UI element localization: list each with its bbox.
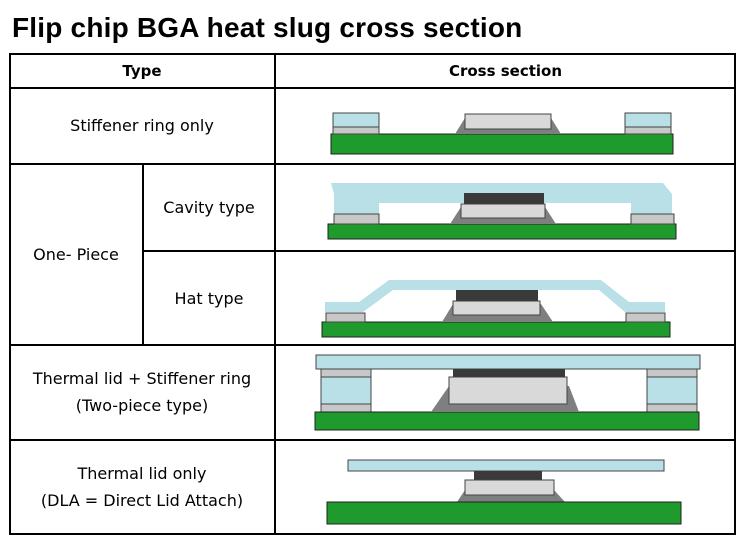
substrate bbox=[321, 321, 671, 338]
thermal-lid bbox=[347, 459, 665, 472]
stiffener-ring-left bbox=[332, 112, 380, 128]
adhesive-top-right bbox=[646, 368, 698, 378]
substrate bbox=[330, 133, 674, 155]
row-label-two-piece-line2: (Two-piece type) bbox=[75, 396, 209, 415]
tim bbox=[456, 290, 538, 301]
adhesive-right bbox=[630, 213, 675, 225]
row-label-lid-only-line2: (DLA = Direct Lid Attach) bbox=[40, 491, 244, 510]
stiffener-ring-right bbox=[646, 376, 698, 405]
die bbox=[452, 300, 541, 316]
adhesive-right bbox=[625, 312, 666, 323]
row-label-lid-only-line1: Thermal lid only bbox=[77, 464, 207, 483]
tim bbox=[453, 369, 565, 377]
adhesive-bottom-right bbox=[646, 403, 698, 413]
substrate bbox=[327, 223, 677, 240]
row-label-cavity: Cavity type bbox=[163, 198, 255, 217]
row-label-hat: Hat type bbox=[174, 289, 244, 308]
adhesive-top-left bbox=[320, 368, 372, 378]
diagram-hat-type bbox=[321, 280, 671, 338]
diagram-two-piece bbox=[314, 354, 701, 431]
adhesive-left bbox=[332, 126, 380, 135]
adhesive-left bbox=[325, 312, 366, 323]
diagram-stiffener-only bbox=[330, 112, 674, 155]
substrate bbox=[326, 501, 682, 525]
thermal-lid bbox=[315, 354, 701, 370]
die bbox=[464, 479, 555, 496]
diagram-cavity-type bbox=[327, 183, 677, 240]
table-grid bbox=[9, 53, 736, 535]
header-cross-section: Cross section bbox=[448, 62, 563, 80]
row-label-one-piece: One- Piece bbox=[33, 245, 119, 264]
die bbox=[460, 203, 546, 219]
table-border bbox=[9, 53, 736, 535]
adhesive-bottom-left bbox=[320, 403, 372, 413]
lid-hat bbox=[325, 280, 665, 312]
tim bbox=[464, 193, 544, 204]
cross-section-table: Type Cross section Stiffener ring only O… bbox=[9, 53, 736, 535]
stiffener-ring-left bbox=[320, 376, 372, 405]
adhesive-left bbox=[333, 213, 380, 225]
die bbox=[448, 376, 568, 405]
row-label-two-piece-line1: Thermal lid + Stiffener ring bbox=[32, 369, 252, 388]
adhesive-right bbox=[624, 126, 672, 135]
stiffener-ring-right bbox=[624, 112, 672, 128]
header-type: Type bbox=[122, 62, 162, 80]
tim bbox=[474, 471, 542, 480]
substrate bbox=[314, 411, 700, 431]
page-title: Flip chip BGA heat slug cross section bbox=[12, 12, 523, 43]
diagram-lid-only bbox=[326, 459, 682, 525]
row-label-stiffener-only: Stiffener ring only bbox=[70, 116, 214, 135]
die bbox=[464, 113, 552, 130]
